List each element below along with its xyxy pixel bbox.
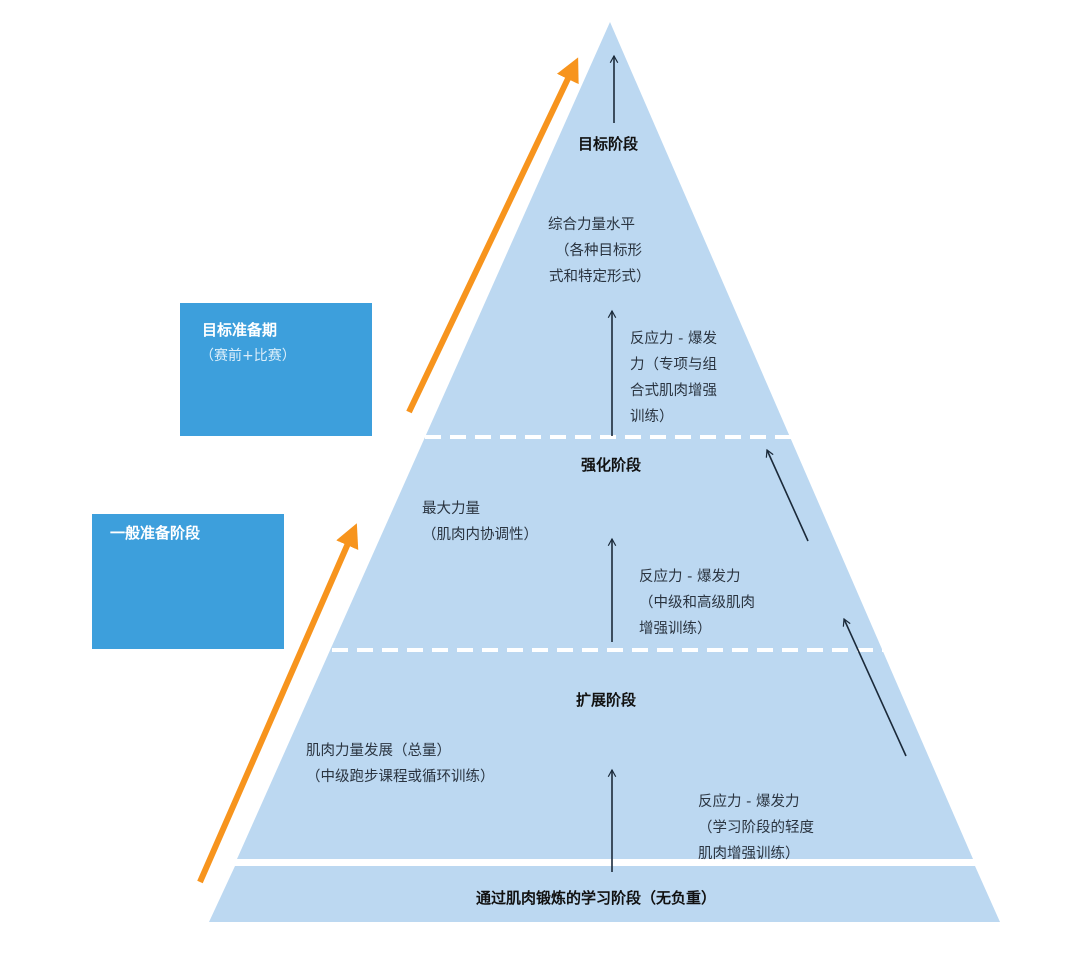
right-arrow-lower xyxy=(842,617,907,757)
svg-text:肌肉力量发展（总量）: 肌肉力量发展（总量） xyxy=(306,742,451,759)
right-arrow-upper xyxy=(765,448,809,542)
label-low-muscle-development: 肌肉力量发展（总量） （中级跑步课程或循环训练） xyxy=(306,742,495,785)
svg-text:反应力 - 爆发: 反应力 - 爆发 xyxy=(630,329,717,347)
svg-text:增强训练）: 增强训练） xyxy=(639,620,712,637)
svg-text:（肌肉内协调性）: （肌肉内协调性） xyxy=(422,526,538,543)
svg-text:最大力量: 最大力量 xyxy=(422,500,480,517)
svg-text:反应力 - 爆发力: 反应力 - 爆发力 xyxy=(698,792,799,810)
svg-text:（中级和高级肌肉: （中级和高级肌肉 xyxy=(639,594,755,611)
label-mid-max-strength: 最大力量 （肌肉内协调性） xyxy=(422,500,538,543)
svg-text:合式肌肉增强: 合式肌肉增强 xyxy=(630,382,717,399)
stage-title-strengthen: 强化阶段 xyxy=(581,456,641,474)
svg-text:反应力 - 爆发力: 反应力 - 爆发力 xyxy=(639,567,740,585)
svg-text:式和特定形式）: 式和特定形式） xyxy=(549,268,651,285)
general-prep-stage-box: 一般准备阶段 xyxy=(92,514,284,649)
stage-title-base: 通过肌肉锻炼的学习阶段（无负重） xyxy=(476,889,716,907)
svg-text:力（专项与组: 力（专项与组 xyxy=(630,356,717,373)
label-low-reactive-power: 反应力 - 爆发力 （学习阶段的轻度 肌肉增强训练） xyxy=(698,792,814,862)
svg-text:（学习阶段的轻度: （学习阶段的轻度 xyxy=(698,819,814,836)
svg-text:训练）: 训练） xyxy=(630,408,674,425)
stage-title-expand: 扩展阶段 xyxy=(576,691,636,709)
label-top-strength-level: 综合力量水平 （各种目标形 式和特定形式） xyxy=(548,216,651,285)
svg-text:（各种目标形: （各种目标形 xyxy=(555,242,642,259)
svg-text:（中级跑步课程或循环训练）: （中级跑步课程或循环训练） xyxy=(306,768,495,785)
target-prep-period-box: 目标准备期 （赛前+比赛） xyxy=(180,303,372,436)
svg-text:肌肉增强训练）: 肌肉增强训练） xyxy=(698,845,800,862)
target-prep-period-title: 目标准备期 xyxy=(202,321,278,339)
label-top-reactive-power: 反应力 - 爆发 力（专项与组 合式肌肉增强 训练） xyxy=(630,329,717,425)
orange-arrow-upper xyxy=(406,57,579,414)
target-prep-period-subtitle: （赛前+比赛） xyxy=(200,348,296,364)
stage-title-target: 目标阶段 xyxy=(578,135,638,153)
svg-text:综合力量水平: 综合力量水平 xyxy=(548,216,635,233)
orange-arrow-lower xyxy=(197,523,359,884)
general-prep-stage-title: 一般准备阶段 xyxy=(110,524,201,542)
pyramid-base-band xyxy=(209,866,1000,922)
label-mid-reactive-power: 反应力 - 爆发力 （中级和高级肌肉 增强训练） xyxy=(639,567,755,637)
